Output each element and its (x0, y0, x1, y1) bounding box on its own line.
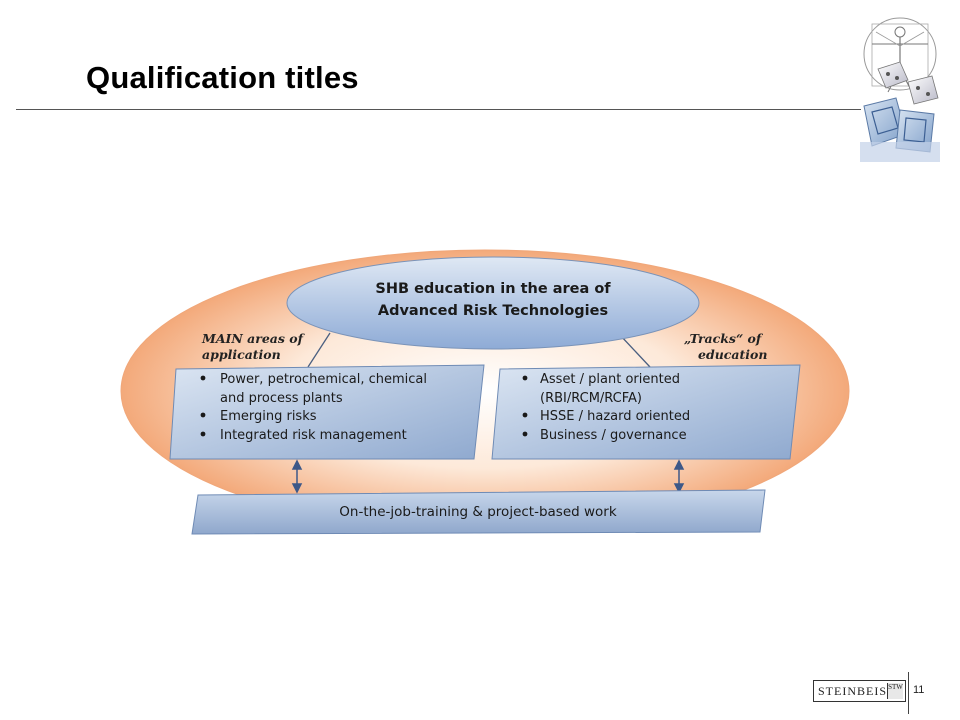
center-label-line2: Advanced Risk Technologies (378, 303, 608, 319)
left-item-1-cont: and process plants (220, 391, 343, 406)
steinbeis-mark-icon: STW (887, 683, 903, 699)
connector-left (307, 332, 331, 368)
bottom-bar (191, 489, 766, 535)
double-arrow-left-icon (291, 459, 303, 494)
left-heading-line1: MAIN areas of (201, 331, 306, 346)
left-item-3: Integrated risk management (220, 428, 407, 443)
double-arrow-right-icon (673, 459, 685, 494)
left-heading-line2: application (202, 347, 281, 362)
left-item-1: Power, petrochemical, chemical (220, 372, 427, 387)
left-item-2: Emerging risks (220, 409, 317, 424)
footer-divider (908, 672, 909, 714)
left-box (169, 364, 485, 460)
right-heading-line2: education (698, 347, 767, 362)
center-label-line1: SHB education in the area of (375, 281, 611, 297)
right-box (491, 364, 801, 460)
page-number: 11 (913, 684, 925, 696)
right-item-1: Asset / plant oriented (540, 372, 680, 387)
vitruvian-dice-logo-icon (860, 17, 940, 162)
title-divider (16, 109, 861, 110)
education-diagram: SHB education in the area of Advanced Ri… (120, 249, 850, 535)
center-ellipse (286, 256, 700, 350)
steinbeis-logo-text: STEINBEIS (818, 683, 887, 698)
steinbeis-logo: STEINBEIS STW (813, 680, 906, 702)
right-item-1-cont: (RBI/RCM/RCFA) (540, 391, 642, 406)
slide-title: Qualification titles (86, 60, 359, 95)
right-item-3: Business / governance (540, 428, 687, 443)
right-heading-line1: „Tracks“ of (684, 331, 764, 346)
bottom-bar-label: On-the-job-training & project-based work (339, 504, 617, 520)
connector-right (619, 334, 651, 368)
right-item-2: HSSE / hazard oriented (540, 409, 690, 424)
